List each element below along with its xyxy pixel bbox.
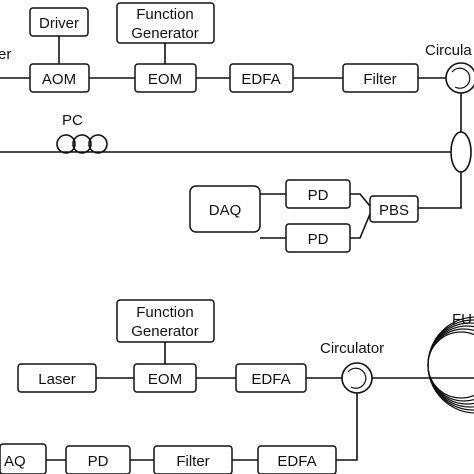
pc-label: PC <box>62 112 83 129</box>
circulator-return-link <box>336 393 358 461</box>
pbs-box <box>369 195 419 223</box>
pd-upper-label: PD <box>308 187 329 204</box>
pbs-label: PBS <box>379 202 409 219</box>
top-function-generator-line1: Function <box>136 6 194 23</box>
top-eom-label: EOM <box>148 71 182 88</box>
fut-label-partial: FU <box>452 311 472 328</box>
top-eom-box <box>134 63 197 93</box>
bottom-function-generator-line2: Generator <box>131 323 199 340</box>
pd-lower-label: PD <box>308 231 329 248</box>
top-circulator-arrow <box>451 67 471 89</box>
top-laser-label-partial: er <box>0 46 11 63</box>
bottom-edfa-return-label: EDFA <box>277 453 316 470</box>
bottom-pd-label: PD <box>88 453 109 470</box>
bottom-edfa-label: EDFA <box>251 371 290 388</box>
driver-label: Driver <box>39 15 79 32</box>
top-edfa-box <box>229 63 294 93</box>
fiber-spool-icon <box>427 316 474 414</box>
top-edfa-label: EDFA <box>241 71 280 88</box>
bottom-laser-label: Laser <box>38 371 76 388</box>
top-filter-label: Filter <box>363 71 396 88</box>
top-circulator-label-partial: Circula <box>425 42 472 59</box>
bottom-filter-label: Filter <box>176 453 209 470</box>
bottom-circulator-arrow <box>347 367 367 389</box>
top-filter-box <box>342 63 419 93</box>
pc-loop-2-icon <box>72 134 92 154</box>
pbs-pd-links <box>350 193 371 239</box>
pc-loop-3-icon <box>88 134 108 154</box>
bottom-circulator-label: Circulator <box>320 340 384 357</box>
top-function-generator-line2: Generator <box>131 25 199 42</box>
bottom-function-generator-line1: Function <box>136 304 194 321</box>
aom-box <box>29 63 90 93</box>
bottom-eom-label: EOM <box>148 371 182 388</box>
bottom-daq-label-partial: AQ <box>4 453 26 470</box>
coupler-pbs-link <box>418 172 462 209</box>
coupler-icon <box>450 131 472 173</box>
pc-loop-1-icon <box>56 134 76 154</box>
aom-label: AOM <box>42 71 76 88</box>
bottom-daq-box-partial <box>0 443 47 474</box>
top-daq-label: DAQ <box>209 202 242 219</box>
top-daq-box <box>189 185 261 233</box>
